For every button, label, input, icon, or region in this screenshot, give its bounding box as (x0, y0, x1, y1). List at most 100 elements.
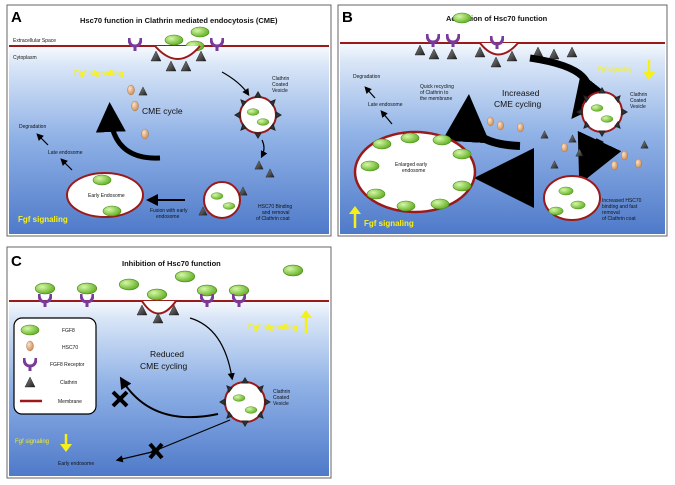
increased-binding-3: removal (602, 210, 620, 216)
clathrin-pit (141, 300, 177, 315)
legend-membrane: Membrane (58, 399, 82, 405)
fgf-signaling-top: Fgf signaling (248, 323, 298, 332)
legend-clathrin: Clathrin (60, 380, 77, 386)
hsc70-icon (517, 122, 524, 133)
block-x-icon (111, 390, 129, 408)
increased-binding-2: binding and fast (602, 204, 638, 210)
clathrin-vesicle-label-2: Coated (272, 82, 288, 88)
hsc70-icon (26, 340, 34, 352)
hsc70-icon (487, 116, 494, 127)
hsc70-icon (497, 120, 504, 131)
panel-c-letter: C (11, 253, 22, 270)
arrow (36, 133, 49, 146)
fgf8-icon (256, 118, 270, 126)
fgf8-icon (282, 264, 304, 277)
degradation-label: Degradation (353, 74, 380, 80)
reduced-cycling-2: CME cycling (140, 361, 188, 371)
hsc70-binding-label-1: HSC70 Binding (258, 204, 292, 210)
fgf-signaling-top: Fgf signaling (74, 69, 124, 78)
fgf8-icon (452, 12, 472, 24)
hsc70-binding-label-2: and removal (262, 210, 290, 216)
fgf-signaling-bottom: Fgf signaling (364, 219, 414, 228)
hsc70-icon (635, 158, 642, 169)
fgf8-icon (232, 394, 246, 402)
degradation-label: Degradation (19, 124, 46, 130)
panel-c: C Inhibition of Hsc70 function Fgf signa… (6, 246, 332, 479)
fgf-signaling-bottom: Fgf signaling (15, 439, 49, 445)
quick-recycling-3: the membrane (420, 96, 452, 102)
enlarged-label-2: endosome (402, 168, 426, 174)
down-arrow-icon (60, 434, 72, 452)
fgf8-icon (210, 192, 224, 200)
vesicle-coat (234, 91, 282, 139)
arrow (149, 419, 231, 454)
panel-c-title: Inhibition of Hsc70 function (122, 259, 221, 268)
panel-a-title: Hsc70 function in Clathrin mediated endo… (80, 16, 278, 25)
clathrin-vesicle-label-3: Vesicle (273, 401, 289, 407)
vesicle-coat (219, 377, 271, 427)
fgf8-icon (590, 104, 604, 112)
up-arrow-icon (300, 310, 312, 334)
uncoating-vesicle (203, 181, 241, 219)
fgf8-icon (222, 202, 236, 210)
fgf8-icon (570, 200, 586, 210)
early-endosome-label: Early endosome (58, 461, 94, 467)
fgf8-icon (432, 134, 452, 146)
fgf8-icon (452, 148, 472, 160)
clathrin-vesicle-label-2: Coated (630, 98, 646, 104)
block-x-icon (148, 442, 164, 460)
fusion-label-1: Fusion with early (150, 208, 188, 214)
early-endosome-label: Early Endosome (88, 193, 125, 199)
hsc70-binding-label-3: of Clathrin coat (256, 216, 290, 222)
cycle-arrow (442, 94, 521, 150)
reduced-cycling-1: Reduced (150, 349, 184, 359)
extracellular-label: Extracellular Space (13, 38, 56, 44)
cycle-arrow (119, 376, 219, 419)
fgf-signaling-top: Fgf signaling (598, 67, 632, 73)
fgf8-icon (92, 174, 112, 186)
vesicle-coat (576, 87, 628, 137)
increased-cycling-2: CME cycling (494, 99, 542, 109)
clathrin-vesicle-label-1: Clathrin (273, 389, 290, 395)
increased-binding-1: Increased HSC70 (602, 198, 642, 204)
fgf8-icon (102, 205, 122, 217)
hsc70-icon (131, 100, 139, 112)
clathrin-vesicle-label-1: Clathrin (272, 76, 289, 82)
fgf8-icon (558, 186, 574, 196)
fgf8-icon (400, 132, 420, 144)
arrow (364, 86, 376, 99)
late-endosome-label: Late endosome (368, 102, 403, 108)
increased-cycling-1: Increased (502, 88, 540, 98)
clathrin-pit (479, 42, 519, 56)
fgf8-icon (246, 108, 260, 116)
hsc70-icon (621, 150, 628, 161)
fgf8-icon (430, 198, 450, 210)
up-arrow-icon (349, 206, 361, 228)
arrow (260, 139, 268, 159)
fgf8-icon (76, 282, 98, 295)
cycle-arrow (95, 102, 161, 161)
enlarged-early-endosome (353, 130, 477, 214)
fgf-signaling-bottom: Fgf signaling (18, 215, 68, 224)
quick-recycling-2: of Clathrin to (420, 90, 449, 96)
legend-fgf8: FGF8 (62, 328, 75, 334)
hsc70-icon (561, 142, 568, 153)
enlarged-label-1: Enlarged early (395, 162, 428, 168)
legend-receptor: FGF8 Receptor (50, 362, 85, 368)
cytoplasm-label: Cytoplasm (13, 55, 37, 61)
hsc70-icon (141, 128, 149, 140)
arrow (189, 317, 235, 381)
clathrin-vesicle-label-1: Clathrin (630, 92, 647, 98)
clathrin-vesicle-label-3: Vesicle (630, 104, 646, 110)
fgf8-icon (34, 282, 56, 295)
clathrin-vesicle-label-2: Coated (273, 395, 289, 401)
fgf8-icon (164, 34, 184, 46)
fgf8-icon (452, 180, 472, 192)
early-endosome (66, 172, 144, 218)
quick-recycling-1: Quick recycling (420, 84, 454, 90)
clathrin-pit (154, 45, 201, 60)
fgf8-icon (190, 26, 210, 38)
legend: FGF8 HSC70 FGF8 Receptor Clathrin Membra… (13, 317, 97, 415)
fgf8-icon (174, 270, 196, 283)
